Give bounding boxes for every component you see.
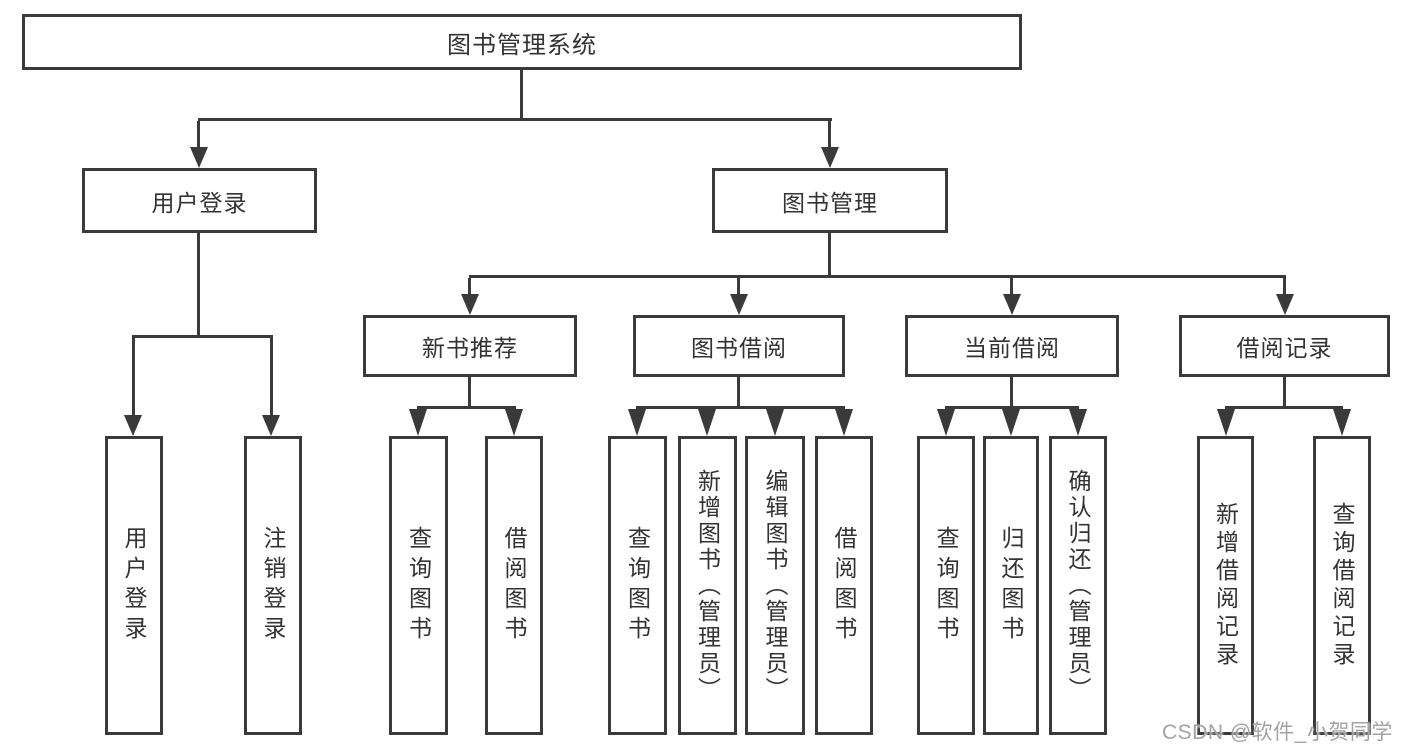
edge-to-new-books: [468, 278, 471, 294]
arrowhead-leaf-login: [124, 415, 142, 436]
edge-new-books-bar: [417, 406, 516, 409]
leaf-add-books-admin: 新增图书（管理员）: [678, 436, 737, 735]
leaf-query-borrow-record: 查询借阅记录: [1313, 436, 1371, 735]
arrowhead-current-borrowing: [1003, 294, 1021, 315]
edge-to-user-login: [197, 121, 200, 148]
node-current-borrowing: 当前借阅: [905, 315, 1119, 377]
leaf-edit-books-admin: 编辑图书（管理员）: [745, 436, 805, 735]
edge-book-borrowing-stem: [737, 377, 740, 406]
edge-user-login-bar: [132, 335, 273, 338]
edge-book-mgmt-stem: [828, 233, 831, 275]
edge-records-bar: [1225, 406, 1343, 409]
node-book-management: 图书管理: [712, 168, 948, 233]
leaf-query-books-borrowing: 查询图书: [608, 436, 667, 735]
edge-user-login-stem: [197, 233, 200, 335]
arrowhead-query-books-current: [937, 409, 955, 436]
edge-new-books-stem: [468, 377, 471, 406]
leaf-query-books-recommend: 查询图书: [389, 436, 448, 735]
arrowhead-borrow-books-recommend: [505, 409, 523, 436]
arrowhead-add-books: [698, 409, 716, 436]
edge-root-stem: [520, 70, 523, 118]
arrowhead-new-books: [461, 294, 479, 315]
leaf-borrow-books: 借阅图书: [815, 436, 873, 735]
arrowhead-confirm-return: [1069, 409, 1087, 436]
arrowhead-leaf-logout: [262, 415, 280, 436]
arrowhead-query-books-borrowing: [628, 409, 646, 436]
leaf-query-books-current: 查询图书: [917, 436, 975, 735]
edge-to-borrowing-records: [1283, 278, 1286, 294]
edge-current-borrowing-bar: [945, 406, 1079, 409]
edge-to-current-borrowing: [1010, 278, 1013, 294]
node-borrowing-records: 借阅记录: [1179, 315, 1390, 377]
node-root: 图书管理系统: [22, 14, 1022, 70]
leaf-confirm-return-admin: 确认归还（管理员）: [1049, 436, 1107, 735]
arrowhead-query-record: [1333, 409, 1351, 436]
leaf-borrow-books-recommend: 借阅图书: [485, 436, 543, 735]
edge-to-book-borrowing: [737, 278, 740, 294]
arrowhead-add-record: [1217, 409, 1235, 436]
edge-current-borrowing-stem: [1010, 377, 1013, 406]
arrowhead-borrowing-records: [1276, 294, 1294, 315]
leaf-logout: 注销登录: [244, 436, 302, 735]
node-new-book-recommend: 新书推荐: [363, 315, 577, 377]
node-user-login: 用户登录: [82, 168, 317, 233]
arrowhead-book-borrowing: [730, 294, 748, 315]
csdn-watermark: CSDN @软件_小贺同学: [1162, 721, 1393, 744]
edge-to-leaf-logout: [270, 338, 273, 415]
leaf-user-login: 用户登录: [105, 436, 163, 735]
leaf-return-books: 归还图书: [983, 436, 1039, 735]
edge-level2-bar: [198, 118, 832, 121]
node-book-borrowing: 图书借阅: [633, 315, 845, 377]
arrowhead-borrow-books: [835, 409, 853, 436]
edge-level3-bar: [469, 275, 1286, 278]
arrowhead-query-books-recommend: [409, 409, 427, 436]
arrowhead-edit-books: [766, 409, 784, 436]
edge-records-stem: [1283, 377, 1286, 406]
edge-book-borrowing-bar: [636, 406, 845, 409]
arrowhead-book-management: [821, 147, 839, 168]
arrowhead-return-books: [1002, 409, 1020, 436]
leaf-add-borrow-record: 新增借阅记录: [1197, 436, 1254, 735]
edge-to-book-management: [828, 121, 831, 148]
edge-to-leaf-login: [132, 338, 135, 415]
arrowhead-user-login: [190, 147, 208, 168]
